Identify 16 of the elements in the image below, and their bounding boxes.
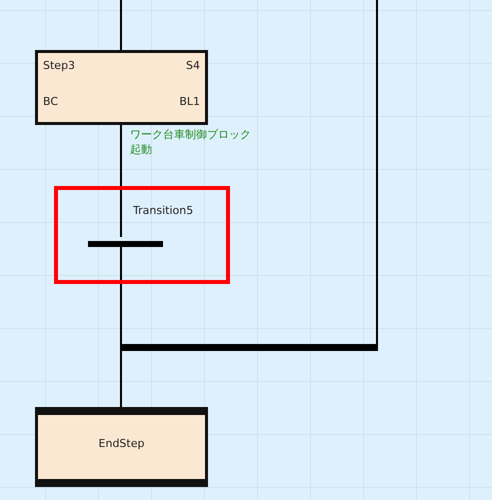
highlight-frame	[54, 186, 230, 284]
step-attribute: BL1	[179, 95, 200, 108]
convergence-bar	[120, 344, 378, 351]
step-box	[35, 50, 208, 125]
step-name: Step3	[43, 59, 76, 72]
transition-bar	[88, 241, 163, 247]
step-attribute: BC	[43, 95, 58, 108]
transition-label: Transition5	[133, 204, 194, 217]
connector-line	[120, 0, 122, 50]
connector-line	[120, 125, 122, 237]
step-comment: ワーク台車制御ブロック起動	[130, 127, 252, 157]
connector-line	[376, 0, 378, 344]
step-attribute: S4	[186, 59, 200, 72]
end-step-box	[35, 407, 208, 487]
step-name: EndStep	[98, 437, 146, 450]
connector-line	[120, 351, 122, 407]
